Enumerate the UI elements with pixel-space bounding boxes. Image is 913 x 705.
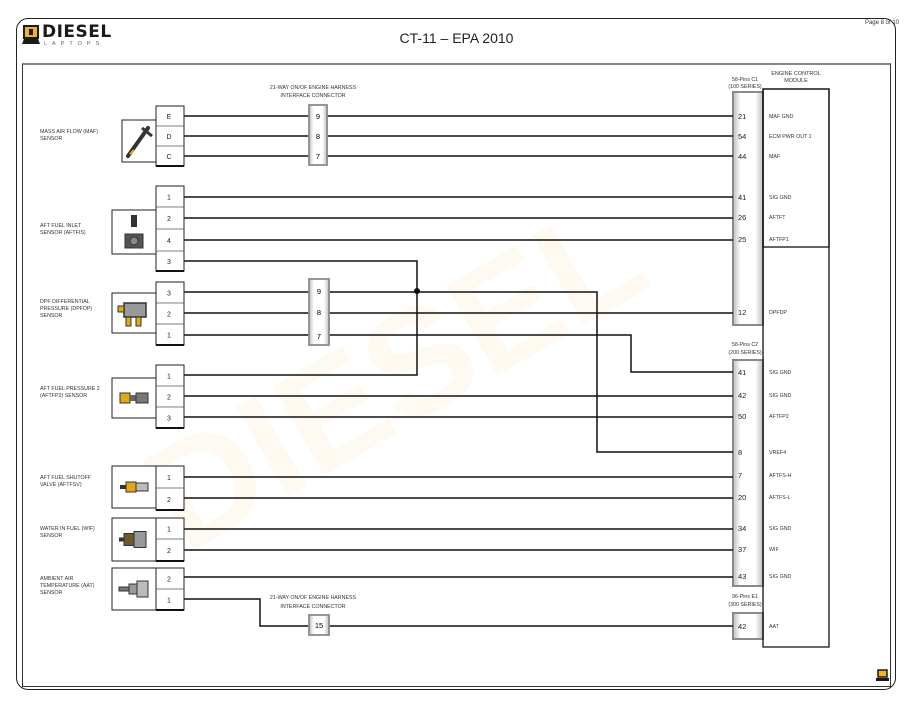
page-number: Page 8 of 10 [864,20,899,26]
page-frame [16,18,896,690]
page-title: CT-11 – EPA 2010 [399,30,514,46]
diagram-frame [22,63,891,687]
logo-wordmark: DIESEL [42,22,112,42]
logo-subtext: LAPTOPS [44,41,105,47]
logo-laptop-icon [22,25,40,44]
diesel-laptops-logo: DIESEL LAPTOPS [22,22,122,52]
